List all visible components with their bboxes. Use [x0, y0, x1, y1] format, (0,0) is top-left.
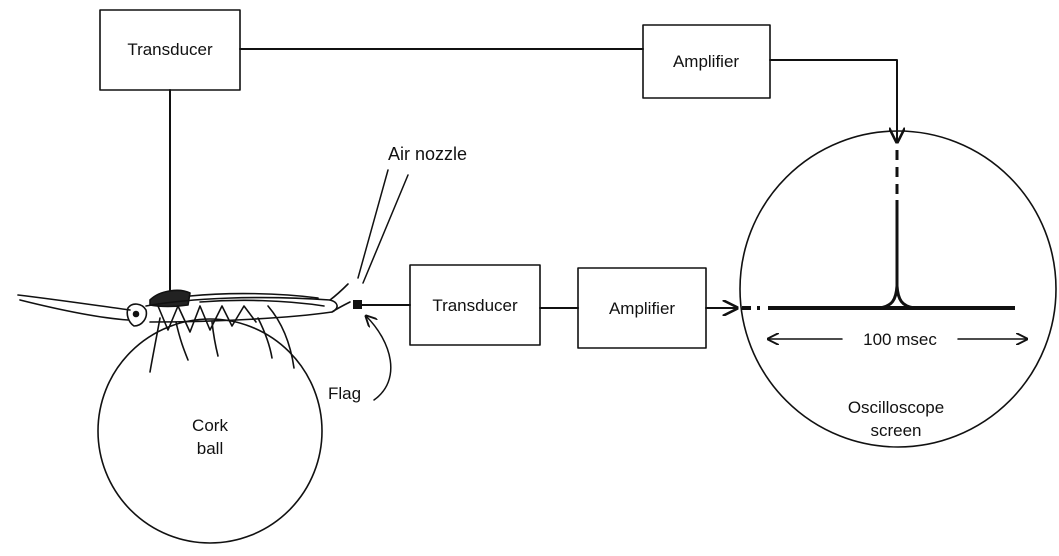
flag-label: Flag [328, 384, 361, 403]
amplifier-mid-box: Amplifier [577, 267, 707, 349]
amplifier-mid-label: Amplifier [609, 299, 675, 318]
amplifier-top-box: Amplifier [642, 24, 771, 99]
cork-ball-label-line2: ball [197, 439, 223, 458]
oscilloscope-label-line1: Oscilloscope [848, 398, 944, 417]
cork-ball: Cork ball [97, 318, 323, 544]
flag-marker [353, 300, 362, 309]
transducer-mid-box: Transducer [409, 264, 541, 346]
transducer-top-label: Transducer [127, 40, 213, 59]
oscilloscope-label-line2: screen [870, 421, 921, 440]
amplifier-top-label: Amplifier [673, 52, 739, 71]
air-nozzle-label: Air nozzle [388, 144, 467, 164]
insect-drawing [17, 283, 351, 373]
scope-spike [879, 200, 915, 310]
air-nozzle: Air nozzle [357, 144, 467, 284]
amplifier-to-scope-arrow [769, 59, 897, 142]
transducer-mid-label: Transducer [432, 296, 518, 315]
oscilloscope-screen: 100 msec Oscilloscope screen [739, 130, 1057, 448]
time-scale-label: 100 msec [863, 330, 937, 349]
cork-ball-label-line1: Cork [192, 416, 228, 435]
flag-pointer-arrow [366, 316, 392, 401]
transducer-top-box: Transducer [99, 9, 241, 91]
